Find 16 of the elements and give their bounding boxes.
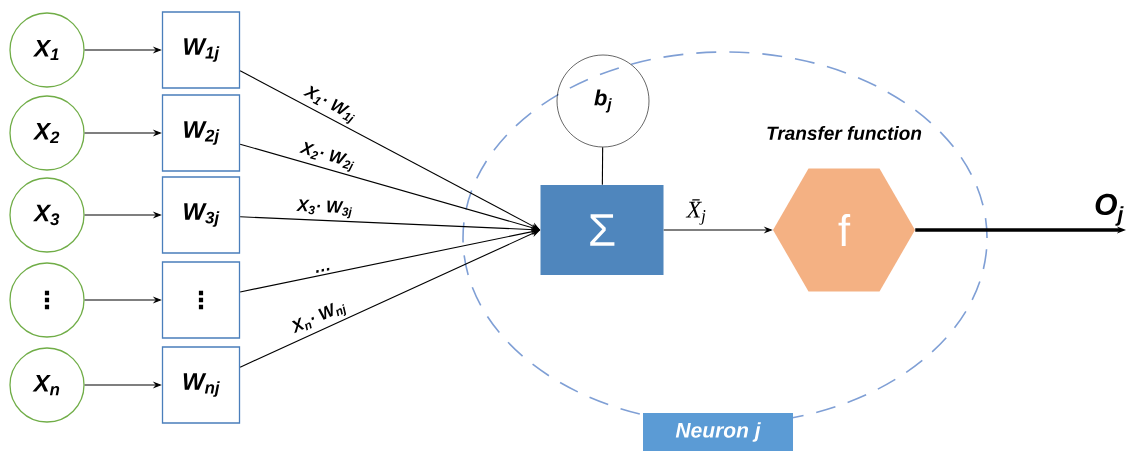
weight-box: W$_{nj}$ — [161, 346, 241, 424]
caption-text: Transfer function — [767, 126, 922, 140]
weight-box: W$_{3j}$ — [161, 176, 241, 254]
edge-label: X$_{2}$· W$_{2j}$ — [297, 140, 358, 174]
weight-box: W$_{1j}$ — [161, 11, 241, 89]
transfer-hexagon: f — [773, 168, 915, 292]
neuron-label: Neuron j — [643, 413, 793, 451]
weight-box: ⋮ — [161, 261, 241, 339]
edge-label: X$_{n}$· W$_{nj}$ — [288, 297, 350, 339]
weight-box: W$_{2j}$ — [161, 94, 241, 172]
edge-label: X̄$_{j}$ — [685, 198, 708, 226]
edge-label: X$_{1}$· W$_{1j}$ — [299, 83, 360, 127]
output-label: O$_{j}$ — [1095, 193, 1124, 226]
summation-box: Σ — [540, 185, 664, 275]
edge-label: X$_{3}$· W$_{3j}$ — [295, 198, 354, 220]
edge-label: … — [313, 266, 334, 275]
